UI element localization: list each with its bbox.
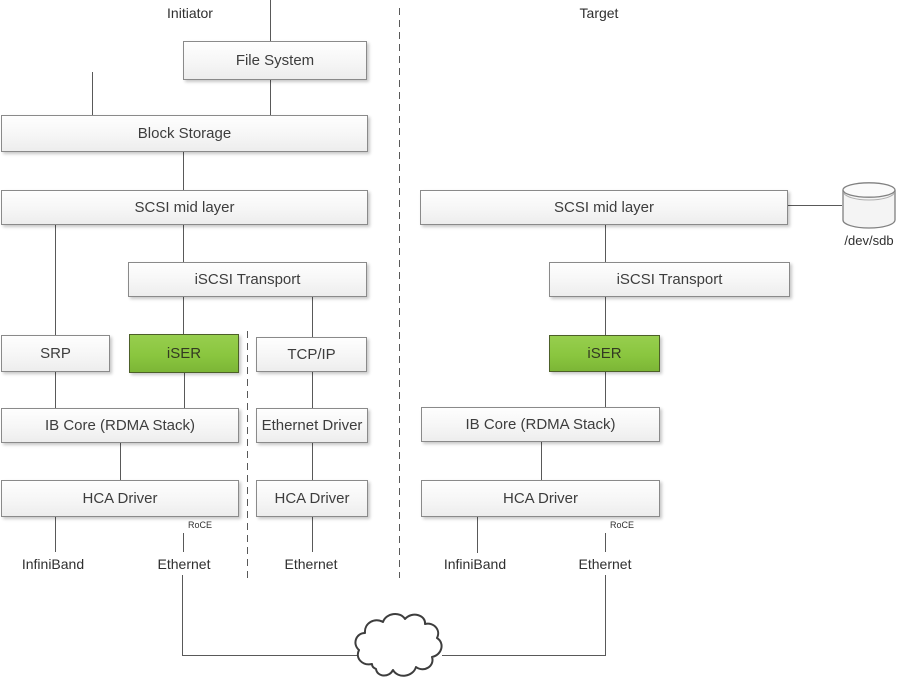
connector-stub-to-blockstorage [92,72,93,115]
connector-scsimid-device [788,205,842,206]
target-section-label: Target [579,5,619,21]
connector-iscsi-iser-target [605,297,606,335]
network-cloud-icon [354,613,443,677]
tcp-ip-box: TCP/IP [256,337,367,372]
ethernet-label-tcp: Ethernet [284,556,338,572]
connector-iser-ibcore [184,373,185,408]
iser-box-target: iSER [549,335,660,372]
srp-box: SRP [1,335,110,372]
connector-roce-ethernet-target [605,533,606,552]
connector-iscsi-tcpip [312,297,313,337]
connector-iser-ibcore-target [605,372,606,407]
scsi-mid-layer-box-initiator: SCSI mid layer [1,190,368,225]
scsi-mid-layer-label-initiator: SCSI mid layer [134,199,235,216]
connector-hcamid-ethernet [312,517,313,552]
file-system-label: File System [235,52,315,69]
connector-blockstorage-scsimid [183,152,184,190]
connector-ibcore-hca-target [541,442,542,480]
ethernet-driver-box: Ethernet Driver [256,408,368,443]
iser-label-initiator: iSER [166,345,202,362]
iscsi-transport-box-initiator: iSCSI Transport [128,262,367,297]
connector-filesystem-blockstorage [270,80,271,115]
block-storage-label: Block Storage [137,125,232,142]
ib-core-label-target: IB Core (RDMA Stack) [465,416,616,433]
device-path-label: /dev/sdb [844,233,894,248]
infiniband-label-initiator: InfiniBand [21,556,85,572]
roce-label-initiator: RoCE [188,520,213,530]
hca-driver-label-initiator: HCA Driver [82,490,158,507]
connector-hca-infiniband-target [477,517,478,553]
roce-label-target: RoCE [610,520,635,530]
connector-to-cloud-right [442,655,606,656]
iscsi-transport-label-initiator: iSCSI Transport [194,271,301,288]
connector-scsimid-iscsi [183,225,184,262]
rdma-tcp-divider-dashed-line [247,331,248,583]
iscsi-transport-label-target: iSCSI Transport [616,271,723,288]
ethernet-label-initiator: Ethernet [157,556,211,572]
disk-cylinder-icon [842,182,896,229]
hca-driver-box-tcp: HCA Driver [256,480,368,517]
block-storage-box: Block Storage [1,115,368,152]
connector-iscsi-iser [183,297,184,334]
connector-ethernet-down-target [605,575,606,655]
ib-core-label-initiator: IB Core (RDMA Stack) [44,417,196,434]
tcp-ip-label: TCP/IP [287,346,336,363]
initiator-target-divider-dashed-line [399,8,400,578]
ethernet-label-target: Ethernet [578,556,632,572]
initiator-section-label: Initiator [167,5,213,21]
connector-ethdriver-hca [312,443,313,480]
file-system-box: File System [183,41,367,80]
connector-ethernet-down-initiator [182,575,183,655]
hca-driver-label-target: HCA Driver [502,490,578,507]
infiniband-label-target: InfiniBand [443,556,507,572]
connector-hca-infiniband [55,517,56,552]
connector-top-to-filesystem [270,0,271,41]
scsi-mid-layer-label-target: SCSI mid layer [553,199,655,216]
connector-srp-ibcore [55,372,56,408]
scsi-mid-layer-box-target: SCSI mid layer [420,190,788,225]
hca-driver-label-tcp: HCA Driver [274,490,350,507]
connector-tcpip-ethdriver [312,372,313,408]
iscsi-transport-box-target: iSCSI Transport [549,262,790,297]
iser-label-target: iSER [587,345,622,362]
hca-driver-box-initiator: HCA Driver [1,480,239,517]
ib-core-box-initiator: IB Core (RDMA Stack) [1,408,239,443]
srp-label: SRP [40,345,71,362]
connector-to-cloud-left [182,655,358,656]
ib-core-box-target: IB Core (RDMA Stack) [421,407,660,442]
iser-box-initiator: iSER [129,334,239,373]
connector-scsimid-srp [55,225,56,335]
ethernet-driver-label: Ethernet Driver [261,417,363,434]
connector-roce-ethernet [183,533,184,552]
connector-scsimid-iscsi-target [605,225,606,262]
hca-driver-box-target: HCA Driver [421,480,660,517]
connector-ibcore-hca [120,443,121,480]
